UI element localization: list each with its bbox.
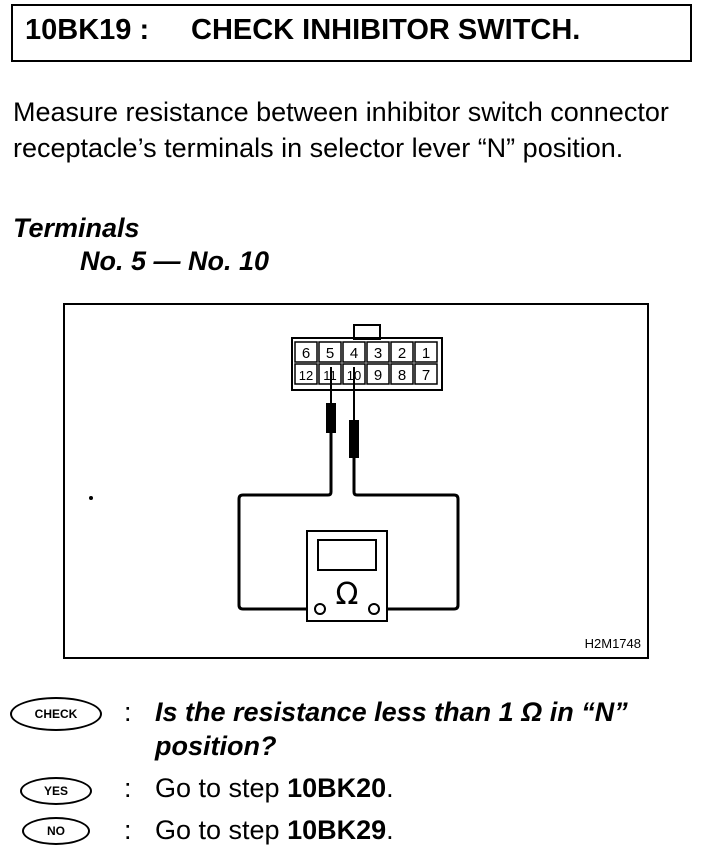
terminals-heading: Terminals (13, 213, 140, 243)
terminals-pair: No. 5 — No. 10 (80, 246, 270, 276)
yes-target-step: 10BK20 (287, 773, 387, 803)
connector-cell (342, 341, 366, 363)
yes-prefix: Go to step (155, 773, 288, 803)
connector-cell (390, 363, 414, 385)
no-colon: : (124, 815, 132, 845)
yes-badge: YES (20, 777, 92, 805)
yes-answer: Go to step 10BK20. (155, 773, 394, 804)
terminal-label: 6 (302, 345, 310, 362)
step-id: 10BK19 : (25, 14, 150, 46)
meter-display (317, 539, 377, 571)
terminal-label: 12 (299, 368, 313, 383)
yes-colon: : (124, 773, 132, 803)
ohm-symbol: Ω (336, 577, 359, 612)
step-header: 10BK19 : CHECK INHIBITOR SWITCH. (11, 4, 692, 62)
no-prefix: Go to step (155, 815, 288, 845)
check-question: Is the resistance less than 1 Ω in “N” p… (155, 697, 628, 761)
no-suffix: . (386, 815, 394, 845)
connector-cell (414, 363, 438, 385)
terminal-label: 2 (398, 345, 406, 362)
check-colon: : (124, 697, 132, 727)
probe-10-icon (349, 420, 359, 458)
connector-cell (318, 341, 342, 363)
check-badge: CHECK (10, 697, 102, 731)
connector-cell (294, 363, 318, 385)
terminal-label: 8 (398, 367, 406, 384)
figure-code: H2M1748 (584, 636, 641, 651)
terminal-label: 9 (374, 367, 382, 384)
terminal-label: 5 (326, 345, 334, 362)
no-badge: NO (22, 817, 90, 845)
connector-cell (366, 341, 390, 363)
connector-cell (294, 341, 318, 363)
connector-cell (366, 363, 390, 385)
terminal-label: 1 (422, 345, 430, 362)
terminal-label: 4 (350, 345, 358, 362)
terminal-label: 7 (422, 367, 430, 384)
step-title: CHECK INHIBITOR SWITCH. (191, 14, 581, 46)
connector-cells: 654321121110987 (294, 341, 438, 385)
wiring-diagram: 654321121110987 Ω H2M1748 (63, 303, 649, 659)
instruction-text: Measure resistance between inhibitor swi… (13, 97, 669, 163)
connector-cell (390, 341, 414, 363)
no-answer: Go to step 10BK29. (155, 815, 394, 846)
diagram-svg: 654321121110987 Ω (89, 324, 460, 622)
probe-5-icon (326, 403, 336, 433)
yes-suffix: . (386, 773, 394, 803)
connector-cell (414, 341, 438, 363)
terminal-label: 3 (374, 345, 382, 362)
no-target-step: 10BK29 (287, 815, 387, 845)
